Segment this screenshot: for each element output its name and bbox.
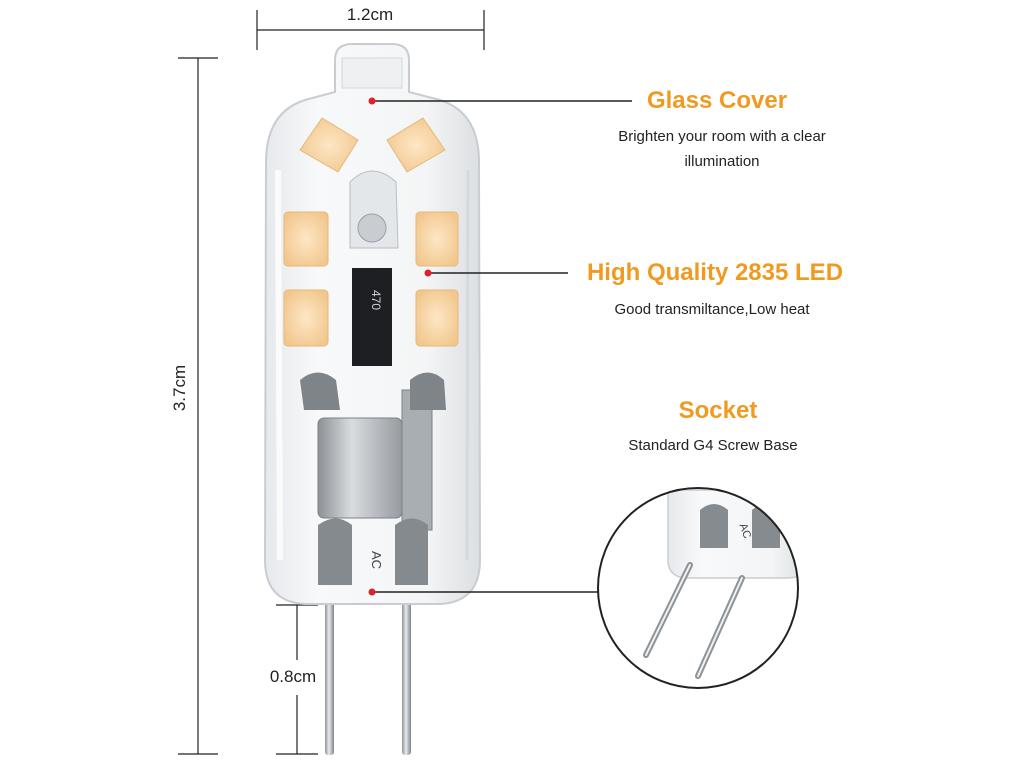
pin-length-label: 0.8cm bbox=[269, 667, 317, 686]
chip-marking: 470 bbox=[369, 290, 383, 310]
feature-desc-socket: Standard G4 Screw Base bbox=[628, 437, 798, 454]
led-chips bbox=[283, 117, 459, 347]
width-label: 1.2cm bbox=[346, 5, 394, 24]
socket-zoom-view: AC bbox=[597, 487, 799, 689]
internal-base: AC bbox=[300, 372, 446, 585]
height-dimension bbox=[178, 57, 218, 755]
callout-socket bbox=[368, 588, 598, 596]
feature-desc-led: Good transmiltance,Low heat bbox=[614, 301, 810, 318]
callout-led bbox=[424, 269, 568, 277]
feature-desc-glass-cover: Brighten your room with a clear illumina… bbox=[618, 128, 826, 170]
feature-title-socket: Socket bbox=[678, 397, 758, 424]
callout-glass-cover bbox=[368, 97, 632, 105]
bulb-pins bbox=[325, 585, 411, 755]
zoom-base-marking: AC bbox=[737, 522, 754, 541]
width-dimension bbox=[256, 10, 485, 50]
feature-title-glass-cover: Glass Cover bbox=[646, 87, 788, 114]
feature-title-led: High Quality 2835 LED bbox=[586, 259, 844, 286]
height-label: 3.7cm bbox=[170, 364, 189, 412]
driver-chip: 470 bbox=[349, 170, 399, 366]
base-marking: AC bbox=[369, 551, 384, 569]
